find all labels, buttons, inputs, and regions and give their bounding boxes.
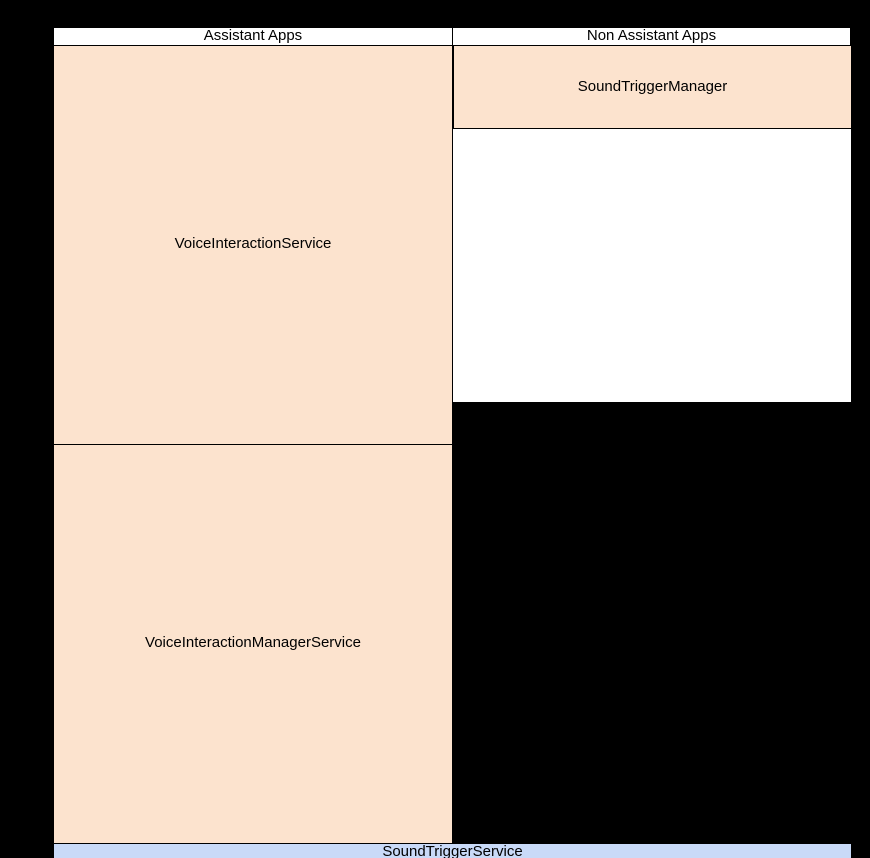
diagram-row-apps-layer: VoiceInteractionService VoiceInteraction… — [54, 46, 851, 844]
block-voice-interaction-manager-service: VoiceInteractionManagerService — [53, 444, 453, 844]
column-header-assistant-apps: Assistant Apps — [53, 27, 453, 46]
block-sound-trigger-manager: SoundTriggerManager — [453, 45, 852, 129]
architecture-diagram: Assistant Apps Non Assistant Apps VoiceI… — [53, 27, 852, 403]
block-voice-interaction-service: VoiceInteractionService — [53, 45, 453, 445]
diagram-row-header: Assistant Apps Non Assistant Apps — [54, 28, 851, 46]
block-sound-trigger-service: SoundTriggerService — [53, 843, 852, 858]
apps-layer-left-stack: VoiceInteractionService VoiceInteraction… — [54, 46, 454, 844]
diagram-row-sound-trigger-service: SoundTriggerService — [54, 844, 851, 858]
column-header-non-assistant-apps: Non Assistant Apps — [452, 27, 851, 46]
